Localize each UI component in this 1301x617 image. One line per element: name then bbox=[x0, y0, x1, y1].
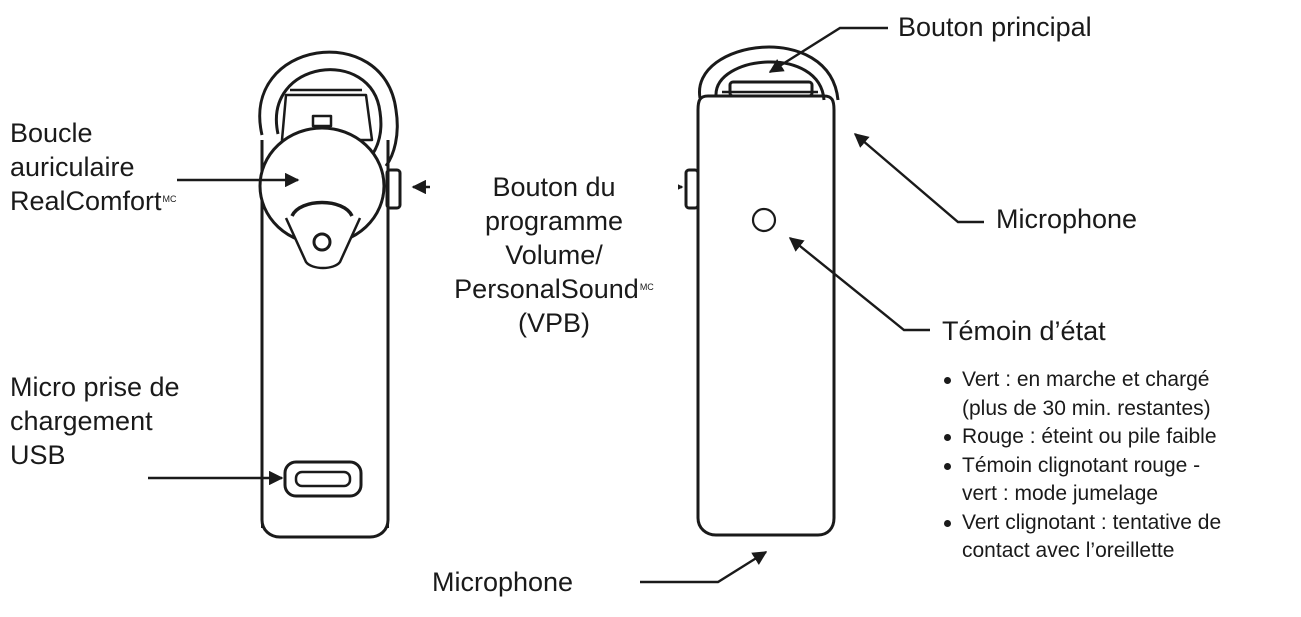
trademark-mark: MC bbox=[162, 194, 177, 204]
vpb-button-side-back bbox=[385, 168, 402, 210]
ear-tip-nub bbox=[311, 114, 333, 128]
loop-housing bbox=[280, 93, 374, 142]
label-ear-loop-line-1: Boucle bbox=[10, 118, 93, 148]
label-usb-line-2: chargement bbox=[10, 406, 153, 436]
label-usb-line-3: USB bbox=[10, 440, 66, 470]
label-ear-loop-line-2: auriculaire bbox=[10, 152, 135, 182]
main-button-graphic bbox=[728, 80, 814, 98]
status-led bbox=[751, 207, 777, 233]
status-item-red-green-blink: Témoin clignotant rouge - vert : mode ju… bbox=[942, 452, 1221, 509]
label-microphone-top: Microphone bbox=[996, 202, 1138, 236]
status-light-legend: Vert : en marche et chargé (plus de 30 m… bbox=[942, 366, 1221, 566]
headset-front-view bbox=[684, 45, 840, 537]
label-vpb-button: Bouton du programme Volume/ PersonalSoun… bbox=[430, 170, 678, 340]
trademark-mark-vpb: MC bbox=[639, 282, 654, 292]
label-status-light: Témoin d’état bbox=[942, 314, 1106, 348]
realcomfort-ear-bud bbox=[258, 126, 386, 270]
arrow-status-led bbox=[788, 237, 930, 332]
vpb-button-side-front bbox=[684, 168, 700, 210]
ear-hook-loop-front bbox=[698, 45, 840, 101]
arrow-main-button bbox=[768, 26, 888, 74]
label-main-button: Bouton principal bbox=[898, 10, 1092, 44]
headset-back-view bbox=[258, 50, 402, 539]
status-item-green: Vert : en marche et chargé (plus de 30 m… bbox=[942, 366, 1221, 423]
label-vpb-line-1: Bouton du bbox=[430, 170, 678, 204]
arrow-microphone-bottom bbox=[640, 550, 768, 584]
label-microphone-bottom: Microphone bbox=[432, 565, 574, 599]
label-vpb-line-4: PersonalSoundMC bbox=[454, 274, 654, 304]
label-vpb-line-2: programme bbox=[484, 206, 624, 236]
label-vpb-line-3: Volume/ bbox=[505, 240, 603, 270]
label-ear-loop: Boucle auriculaire RealComfortMC bbox=[10, 116, 177, 218]
label-usb-line-1: Micro prise de bbox=[10, 372, 180, 402]
status-item-red: Rouge : éteint ou pile faible bbox=[942, 423, 1221, 452]
arrow-microphone-top bbox=[853, 133, 984, 224]
headset-body-front bbox=[696, 94, 836, 537]
status-item-green-blink: Vert clignotant : tentative de contact a… bbox=[942, 509, 1221, 566]
headset-body-back bbox=[260, 140, 390, 539]
ear-hook-loop bbox=[258, 50, 399, 167]
label-ear-loop-line-3: RealComfortMC bbox=[10, 186, 177, 216]
label-usb-port: Micro prise de chargement USB bbox=[10, 370, 180, 472]
usb-port-graphic bbox=[283, 460, 363, 498]
label-vpb-line-5: (VPB) bbox=[517, 308, 590, 338]
